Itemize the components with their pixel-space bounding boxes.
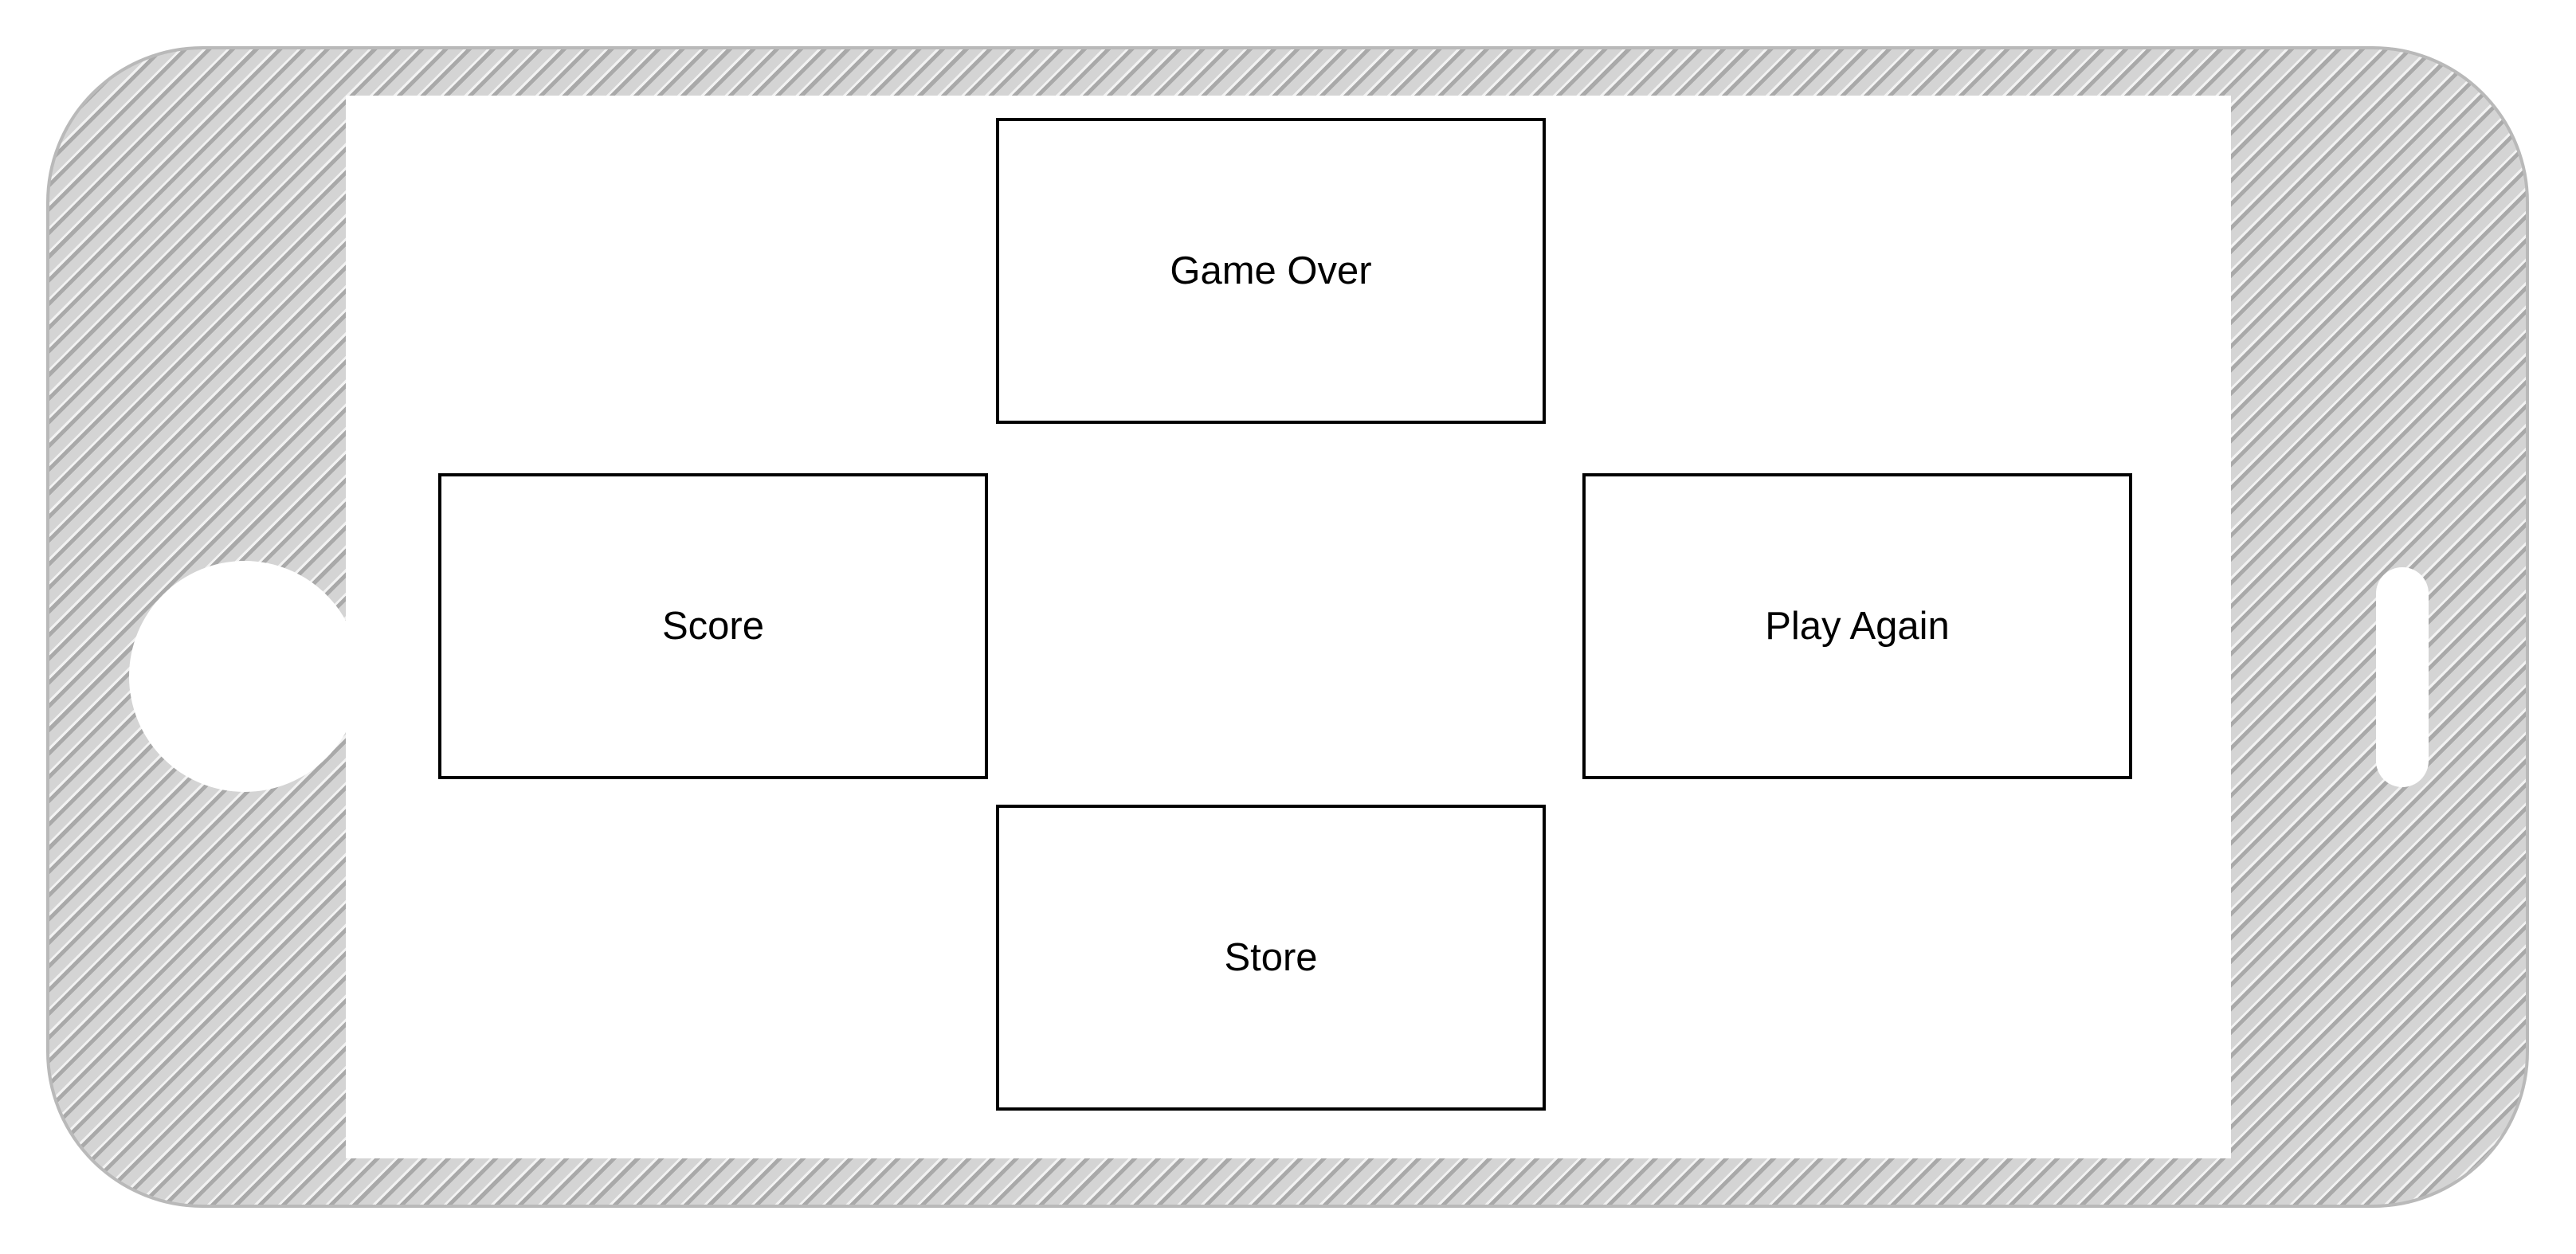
game-over-box: Game Over (996, 118, 1546, 424)
play-again-label: Play Again (1765, 605, 1950, 648)
game-over-label: Game Over (1170, 249, 1372, 292)
speaker-slot (2376, 567, 2429, 787)
score-label: Score (661, 605, 764, 648)
score-box: Score (438, 473, 988, 779)
play-again-button[interactable]: Play Again (1582, 473, 2132, 779)
home-button[interactable] (129, 561, 360, 792)
store-label: Store (1224, 936, 1318, 979)
store-button[interactable]: Store (996, 805, 1546, 1111)
